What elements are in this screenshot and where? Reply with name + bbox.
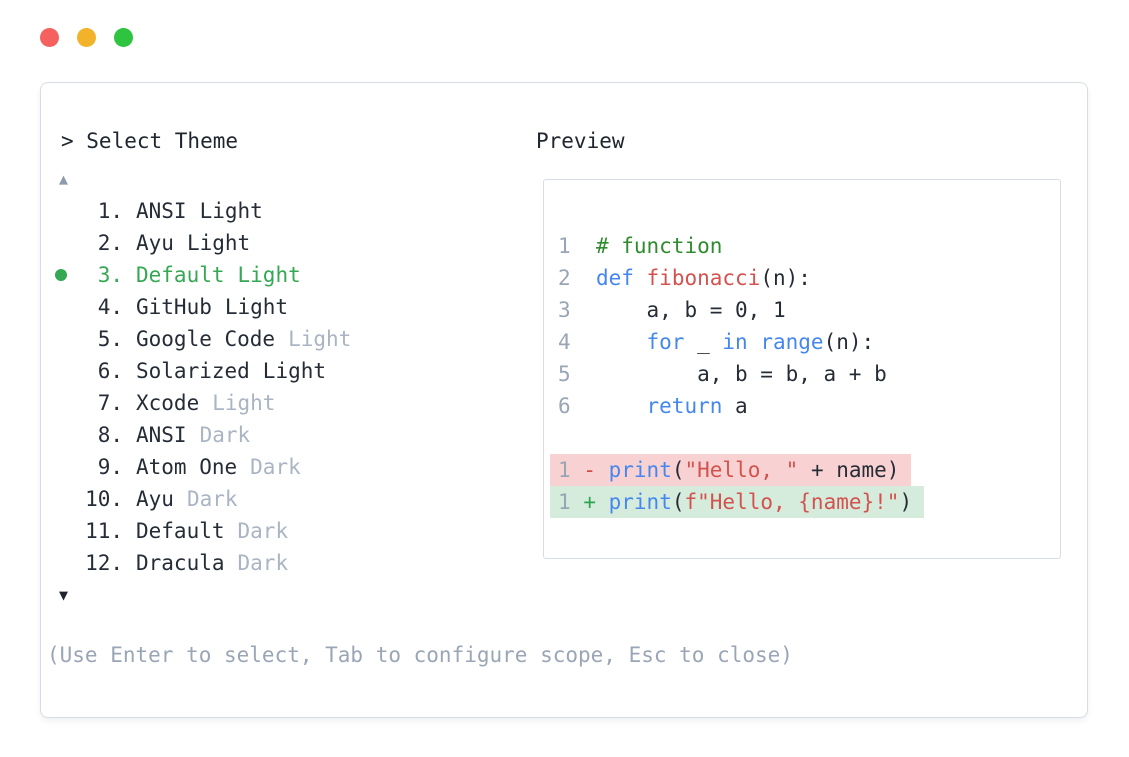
item-number: 2. bbox=[97, 231, 123, 255]
item-name: Solarized bbox=[136, 359, 250, 383]
code-line: 1 # function bbox=[550, 230, 1060, 262]
item-number: 7. bbox=[97, 391, 123, 415]
selected-dot-slot bbox=[54, 429, 85, 441]
code-line-content: 1 # function bbox=[558, 234, 723, 258]
code-line-content: 4 for _ in range(n): bbox=[558, 330, 875, 354]
item-name: Ayu bbox=[136, 231, 174, 255]
code-line: 3 a, b = 0, 1 bbox=[550, 294, 1060, 326]
item-number: 9. bbox=[97, 455, 123, 479]
code-line-content: 5 a, b = b, a + b bbox=[558, 362, 887, 386]
zoom-button[interactable] bbox=[114, 28, 133, 47]
code-line-content: 2 def fibonacci(n): bbox=[558, 266, 811, 290]
item-name: Ayu bbox=[136, 487, 174, 511]
item-number: 8. bbox=[97, 423, 123, 447]
item-variant: Dark bbox=[237, 551, 289, 575]
selected-dot-icon bbox=[55, 269, 67, 281]
item-number: 1. bbox=[97, 199, 123, 223]
item-number: 5. bbox=[97, 327, 123, 351]
code-line-content bbox=[550, 422, 570, 454]
close-button[interactable] bbox=[40, 28, 59, 47]
selected-dot-slot bbox=[54, 205, 85, 217]
selected-dot-slot bbox=[54, 557, 85, 569]
item-variant: Light bbox=[186, 231, 251, 255]
keyboard-hint: (Use Enter to select, Tab to configure s… bbox=[47, 643, 793, 667]
minimize-button[interactable] bbox=[77, 28, 96, 47]
theme-list-item[interactable]: 7. Xcode Light bbox=[54, 387, 351, 419]
item-name: Default bbox=[136, 519, 225, 543]
theme-list-item[interactable]: 2. Ayu Light bbox=[54, 227, 351, 259]
item-number: 10. bbox=[85, 487, 123, 511]
theme-list-item[interactable]: 10. Ayu Dark bbox=[54, 483, 351, 515]
item-variant: Light bbox=[288, 327, 352, 351]
code-line-content: 1 + print(f"Hello, {name}!") bbox=[550, 486, 925, 518]
item-variant: Dark bbox=[186, 487, 238, 511]
item-name: Xcode bbox=[136, 391, 200, 415]
item-number: 6. bbox=[97, 359, 123, 383]
selected-dot-slot bbox=[54, 397, 85, 409]
item-variant: Dark bbox=[250, 455, 301, 479]
item-number: 4. bbox=[97, 295, 123, 319]
item-name: Atom One bbox=[136, 455, 238, 479]
item-name: ANSI bbox=[136, 199, 187, 223]
item-name: Default bbox=[136, 263, 225, 287]
selected-dot-slot bbox=[54, 269, 85, 281]
theme-list-item[interactable]: 4. GitHub Light bbox=[54, 291, 351, 323]
selected-dot-slot bbox=[54, 525, 85, 537]
item-variant: Light bbox=[212, 391, 276, 415]
selected-dot-slot bbox=[54, 493, 85, 505]
theme-list-item[interactable]: 8. ANSI Dark bbox=[54, 419, 351, 451]
code-line: 5 a, b = b, a + b bbox=[550, 358, 1060, 390]
code-line-content: 6 return a bbox=[558, 394, 748, 418]
theme-picker-panel: > Select Theme Preview ▲ 1. ANSI Light 2… bbox=[40, 82, 1088, 718]
theme-prompt-input[interactable]: > Select Theme bbox=[61, 129, 239, 153]
item-number: 12. bbox=[85, 551, 123, 575]
code-line: 4 for _ in range(n): bbox=[550, 326, 1060, 358]
scroll-down-icon[interactable]: ▼ bbox=[59, 586, 69, 604]
theme-list-item[interactable]: 6. Solarized Light bbox=[54, 355, 351, 387]
item-number: 11. bbox=[85, 519, 123, 543]
item-name: GitHub bbox=[136, 295, 212, 319]
code-line-content: 3 a, b = 0, 1 bbox=[558, 298, 786, 322]
code-line: 6 return a bbox=[550, 390, 1060, 422]
preview-pane: 1 # function 2 def fibonacci(n): 3 a, b = … bbox=[543, 179, 1061, 559]
theme-list-item[interactable]: 11. Default Dark bbox=[54, 515, 351, 547]
theme-list-item[interactable]: 9. Atom One Dark bbox=[54, 451, 351, 483]
item-number: 3. bbox=[97, 263, 123, 287]
item-name: Dracula bbox=[136, 551, 225, 575]
item-variant: Dark bbox=[237, 519, 289, 543]
item-variant: Light bbox=[237, 263, 301, 287]
selected-dot-slot bbox=[54, 237, 85, 249]
item-variant: Light bbox=[262, 359, 327, 383]
selected-dot-slot bbox=[54, 301, 85, 313]
theme-list-item[interactable]: 1. ANSI Light bbox=[54, 195, 351, 227]
traffic-lights bbox=[40, 28, 133, 47]
scroll-up-icon[interactable]: ▲ bbox=[59, 170, 69, 188]
theme-list-item[interactable]: 5. Google Code Light bbox=[54, 323, 352, 355]
theme-selector: ▲ 1. ANSI Light 2. Ayu Light 3. Default … bbox=[54, 163, 351, 611]
code-line-content: 1 - print("Hello, " + name) bbox=[550, 454, 912, 486]
item-variant: Dark bbox=[199, 423, 251, 447]
item-variant: Light bbox=[224, 295, 289, 319]
item-variant: Light bbox=[199, 199, 263, 223]
selected-dot-slot bbox=[54, 333, 85, 345]
theme-list-item[interactable]: 3. Default Light bbox=[54, 259, 351, 291]
theme-list-item[interactable]: 12. Dracula Dark bbox=[54, 547, 351, 579]
item-name: Google Code bbox=[136, 327, 276, 351]
selected-dot-slot bbox=[54, 461, 85, 473]
theme-list: 1. ANSI Light 2. Ayu Light 3. Default Li… bbox=[54, 195, 351, 579]
item-name: ANSI bbox=[136, 423, 187, 447]
code-preview: 1 # function 2 def fibonacci(n): 3 a, b = … bbox=[550, 230, 1060, 518]
code-line: 2 def fibonacci(n): bbox=[550, 262, 1060, 294]
preview-label: Preview bbox=[536, 129, 625, 153]
code-line: 1 + print(f"Hello, {name}!") bbox=[550, 486, 1060, 518]
code-line bbox=[550, 422, 1060, 454]
code-line: 1 - print("Hello, " + name) bbox=[550, 454, 1060, 486]
selected-dot-slot bbox=[54, 365, 85, 377]
